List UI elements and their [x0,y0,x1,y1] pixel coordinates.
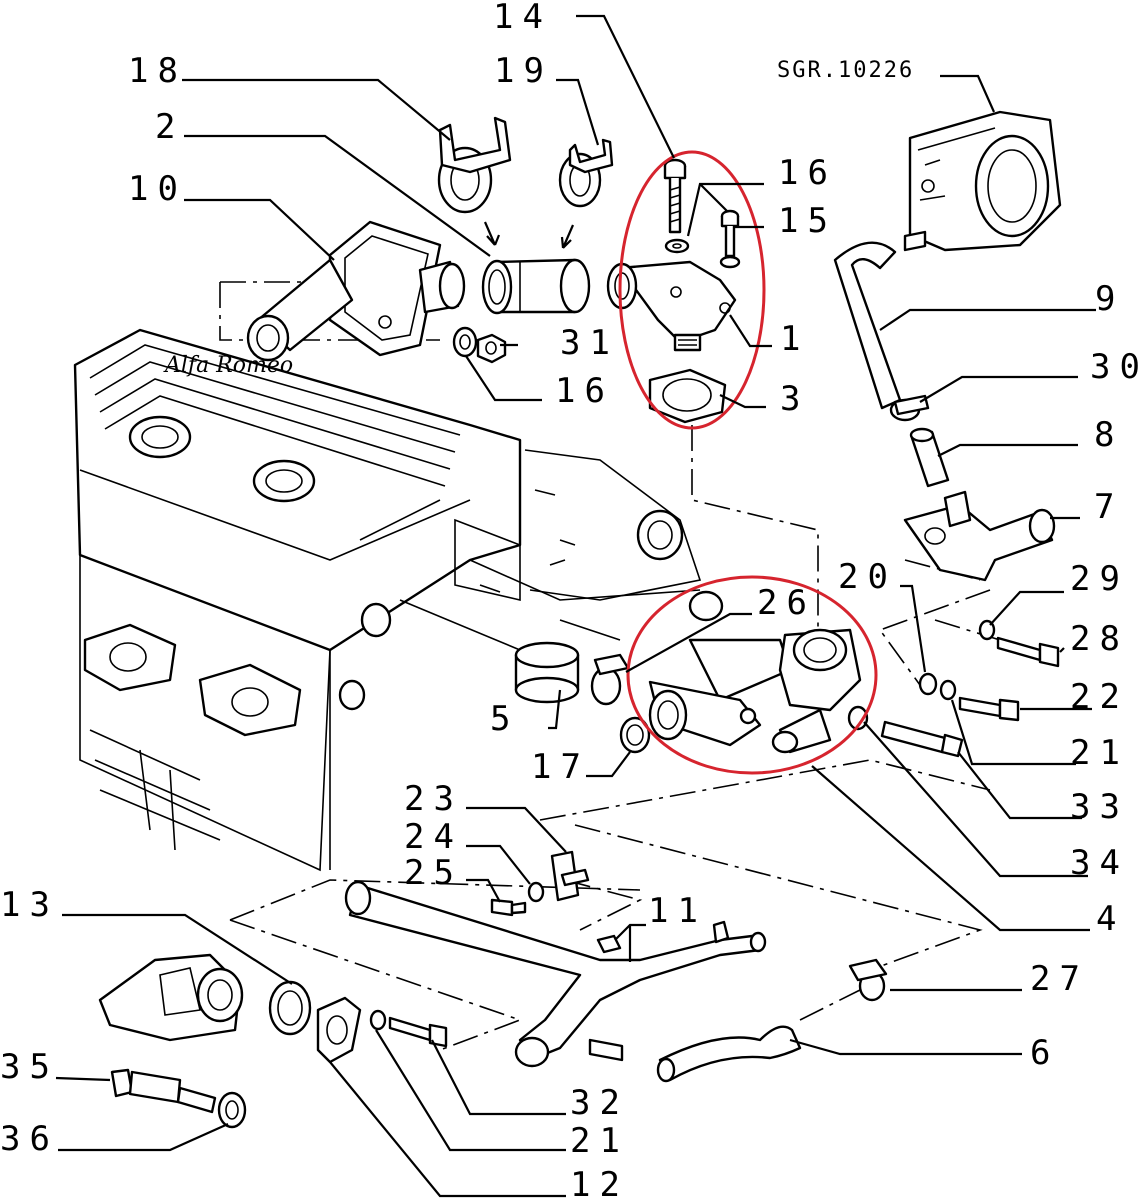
part-21-washer [939,679,957,701]
label-16-top: 16 [778,153,837,193]
part-1-thermostat [606,260,737,352]
part-3-gasket [648,368,727,424]
part-25-bolt [490,898,527,917]
part-8-pipe [909,427,950,488]
part-18-clamp [437,116,512,246]
label-26: 26 [757,583,816,623]
label-24: 24 [404,817,463,857]
label-28: 28 [1070,619,1129,659]
label-17: 17 [531,747,590,787]
part-13-seal [268,980,312,1036]
part-17-seal [619,716,651,754]
label-27: 27 [1030,959,1089,999]
part-6-hose [656,1025,802,1083]
label-16-left: 16 [555,371,614,411]
label-2: 2 [155,107,184,147]
part-24-washer [527,881,545,903]
label-3: 3 [780,379,809,419]
part-16-washer [664,238,690,254]
part-36-washer [217,1091,247,1129]
label-31: 31 [560,323,619,363]
part-29-washer [978,619,996,641]
highlight-circle-bottom [626,575,878,775]
label-9: 9 [1095,279,1124,319]
label-11: 11 [648,891,707,931]
label-29: 29 [1070,559,1129,599]
reference-code: SGR.10226 [777,58,914,83]
part-19-clamp [558,138,614,249]
part-33-sensor [880,720,964,758]
label-25: 25 [404,853,463,893]
part-27-clamp [848,958,888,1002]
part-15-bolt [719,209,741,269]
part-10-thermostat-housing [246,220,466,362]
label-20: 20 [838,557,897,597]
part-35-sensor [110,1068,217,1114]
label-4: 4 [1096,899,1125,939]
label-21-bottom: 21 [570,1121,629,1161]
part-31-nut [476,333,507,364]
part-7-housing [903,490,1056,582]
throttle-body [903,110,1062,252]
part-21-washer-lower [369,1009,387,1031]
part-12-gasket [316,996,362,1064]
label-36: 36 [0,1119,59,1159]
label-33: 33 [1070,787,1129,827]
leader-lines [55,14,1096,1198]
label-6: 6 [1030,1033,1059,1073]
part-14-bolt [663,158,687,234]
label-14: 14 [493,0,552,37]
engine-block: Alfa Romeo [73,328,724,872]
label-15: 15 [778,201,837,241]
label-32: 32 [570,1083,629,1123]
part-26-clamp [590,653,630,706]
label-23: 23 [404,779,463,819]
label-21-right: 21 [1070,733,1129,773]
part-30-clamp [889,394,930,422]
part-32-bolt [388,1016,448,1048]
highlight-circle-top [618,150,766,430]
part-16-washer-left [452,326,478,358]
part-22-bolt [958,696,1020,722]
part-5-hose [514,641,580,704]
label-13: 13 [0,885,59,925]
part-4-coolant-outlet [648,628,869,754]
water-pump-housing [98,953,244,1042]
part-9-hose [833,241,902,410]
part-28-bolt [996,636,1060,668]
label-30: 30 [1090,347,1148,387]
part-23-bracket [550,850,590,902]
label-7: 7 [1094,487,1123,527]
label-5: 5 [490,699,519,739]
label-22: 22 [1070,677,1129,717]
label-8: 8 [1094,415,1123,455]
label-19: 19 [494,51,553,91]
part-2-hose [481,258,591,315]
label-35: 35 [0,1047,59,1087]
label-1: 1 [780,319,809,359]
label-12: 12 [570,1165,629,1200]
part-20-washer [918,672,938,696]
label-10: 10 [128,169,187,209]
label-18: 18 [128,51,187,91]
label-34: 34 [1070,843,1129,883]
part-11-pipe [344,880,767,1068]
